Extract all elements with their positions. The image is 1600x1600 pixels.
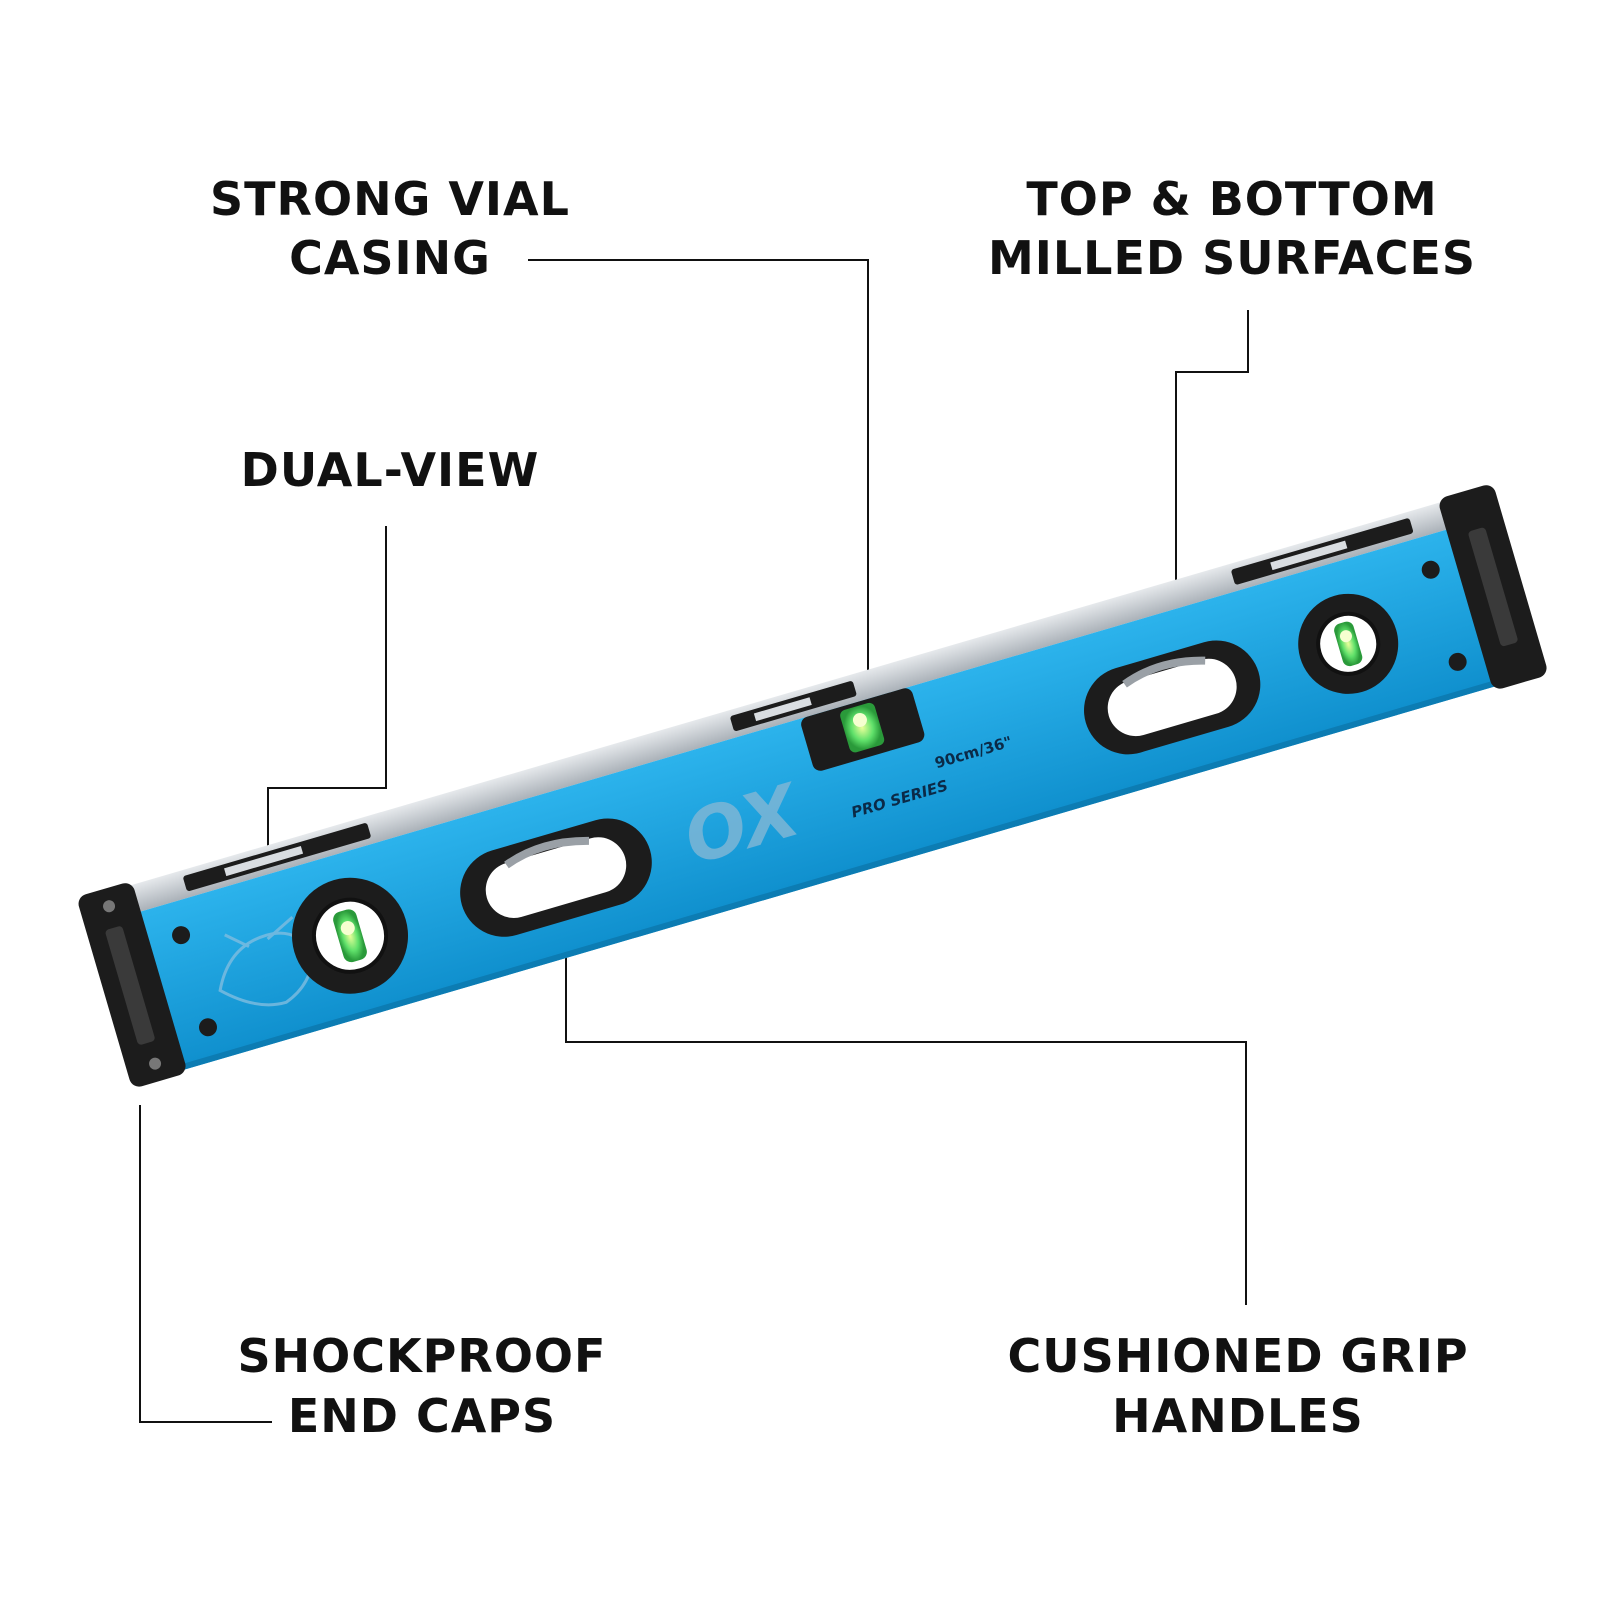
callout-milled-surfaces-line2: MILLED SURFACES [988, 231, 1476, 285]
vial-center [801, 688, 925, 771]
end-cap-right [1439, 485, 1547, 689]
callout-grip-handles: CUSHIONED GRIP HANDLES [1007, 1329, 1468, 1443]
leader-grip-handles [565, 910, 1247, 1305]
callout-end-caps-line2: END CAPS [288, 1389, 556, 1443]
callout-milled-surfaces: TOP & BOTTOM MILLED SURFACES [988, 172, 1476, 285]
end-cap-left [78, 883, 186, 1087]
spirit-level: OX PRO SERIES 90cm/36" [78, 485, 1547, 1087]
screw [1421, 560, 1440, 579]
grip-handle-right [1084, 640, 1261, 755]
callout-dual-view-line1: DUAL-VIEW [241, 443, 540, 497]
callout-milled-surfaces-line1: TOP & BOTTOM [1026, 172, 1437, 226]
callout-strong-vial-line1: STRONG VIAL [210, 172, 570, 226]
callout-grip-handles-line1: CUSHIONED GRIP [1007, 1329, 1468, 1383]
callout-end-caps: SHOCKPROOF END CAPS [238, 1329, 607, 1443]
callout-strong-vial-line2: CASING [289, 231, 491, 285]
grip-handle-left [460, 818, 652, 937]
screw [198, 1018, 217, 1037]
vial-left [292, 877, 409, 994]
vial-right [1298, 593, 1399, 694]
leader-milled-surfaces [1175, 310, 1249, 580]
leader-lines [139, 259, 1249, 1423]
callout-dual-view: DUAL-VIEW [241, 443, 540, 497]
leader-strong-vial [528, 259, 869, 670]
screw [172, 926, 191, 945]
leader-dual-view [267, 526, 387, 858]
callout-grip-handles-line2: HANDLES [1112, 1389, 1364, 1443]
screw [1448, 652, 1467, 671]
callout-end-caps-line1: SHOCKPROOF [238, 1329, 607, 1383]
leader-end-caps [139, 1105, 272, 1423]
callout-strong-vial: STRONG VIAL CASING [210, 172, 570, 285]
